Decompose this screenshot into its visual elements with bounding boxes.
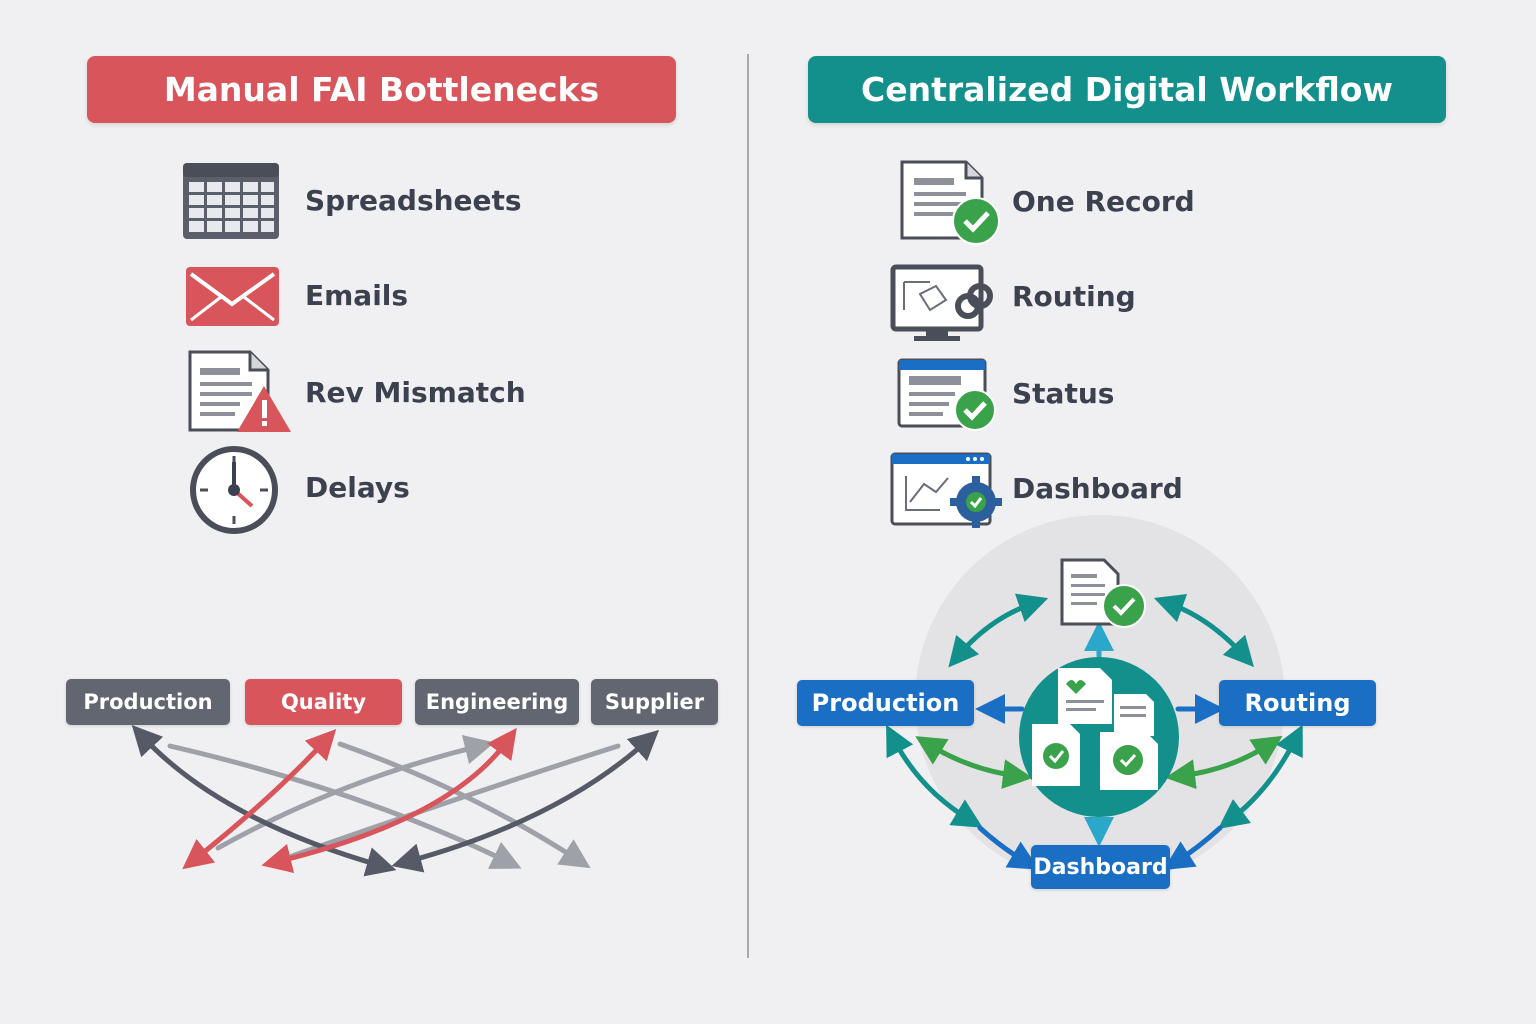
spreadsheet-icon — [183, 163, 279, 239]
item-dashboard: Dashboard — [1012, 472, 1183, 505]
dept-production: Production — [66, 679, 230, 725]
dept-supplier: Supplier — [591, 679, 718, 725]
item-delays: Delays — [305, 471, 410, 504]
item-emails: Emails — [305, 279, 409, 312]
hub-node-dashboard: Dashboard — [1031, 845, 1170, 889]
dept-quality: Quality — [245, 679, 402, 725]
dashboard-gear-icon — [890, 452, 1002, 528]
document-check-icon — [900, 160, 1000, 245]
hub-center-documents-icon — [1019, 657, 1179, 817]
item-routing: Routing — [1012, 280, 1136, 313]
right-panel-title: Centralized Digital Workflow — [808, 56, 1446, 123]
item-one-record: One Record — [1012, 185, 1195, 218]
hub-top-document-icon — [1060, 558, 1146, 628]
left-panel-title: Manual FAI Bottlenecks — [87, 56, 676, 123]
monitor-link-icon — [890, 264, 993, 341]
clock-icon — [190, 446, 278, 534]
hub-node-production: Production — [797, 680, 974, 726]
document-warning-icon — [188, 350, 291, 432]
item-status: Status — [1012, 377, 1115, 410]
item-rev-mismatch: Rev Mismatch — [305, 376, 526, 409]
window-check-icon — [897, 358, 996, 431]
dept-engineering: Engineering — [415, 679, 579, 725]
envelope-icon — [186, 267, 279, 326]
item-spreadsheets: Spreadsheets — [305, 184, 522, 217]
panel-divider — [747, 54, 749, 958]
hub-node-routing: Routing — [1219, 680, 1376, 726]
